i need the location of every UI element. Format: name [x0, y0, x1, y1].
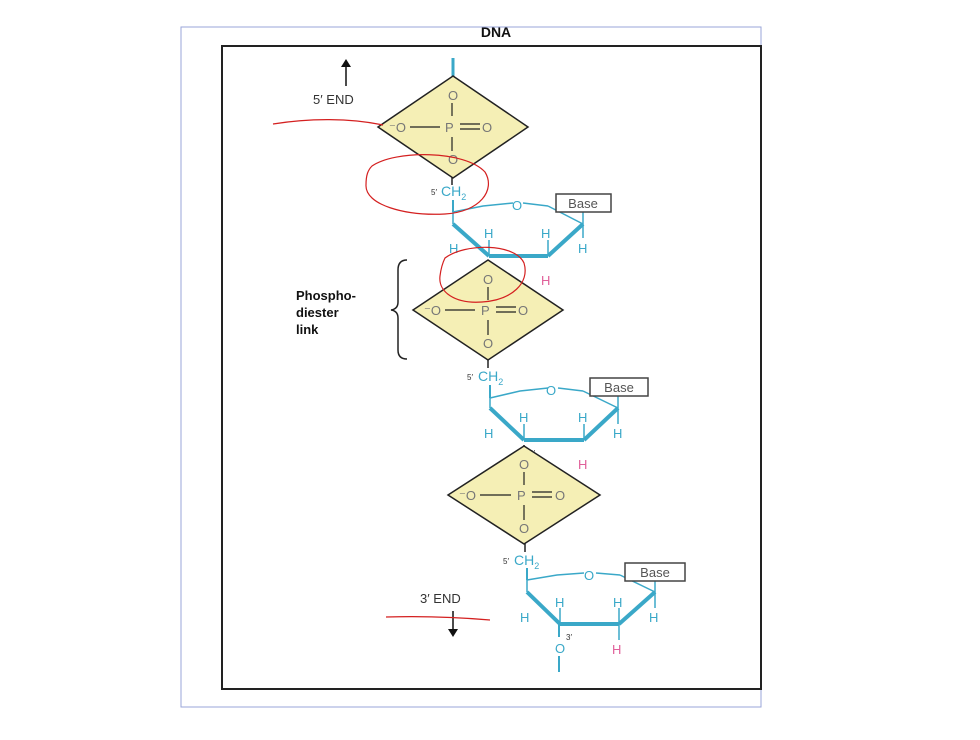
- sugar-1: 5′ CH2 O H H H H 3′ H Base: [431, 183, 612, 288]
- annotation-line-top: [272, 119, 384, 126]
- red-annotations: [272, 119, 526, 621]
- svg-text:P: P: [517, 488, 526, 503]
- base-label: Base: [640, 565, 670, 580]
- svg-text:H: H: [555, 595, 564, 610]
- svg-text:⁻O: ⁻O: [389, 120, 406, 135]
- svg-text:O: O: [483, 272, 493, 287]
- svg-text:5′: 5′: [503, 557, 509, 566]
- svg-text:3′: 3′: [566, 633, 572, 642]
- three-prime-end: 3′ END: [420, 591, 461, 637]
- svg-text:O: O: [518, 303, 528, 318]
- svg-text:O: O: [512, 198, 522, 213]
- five-prime-end: 5′ END: [313, 59, 354, 107]
- base-label: Base: [568, 196, 598, 211]
- linkage-label-line-3: link: [296, 322, 319, 337]
- svg-text:H: H: [541, 273, 550, 288]
- ch2-label: CH2: [478, 368, 503, 387]
- svg-text:O: O: [584, 568, 594, 583]
- svg-text:H: H: [613, 595, 622, 610]
- svg-text:H: H: [520, 610, 529, 625]
- svg-text:H: H: [449, 241, 458, 256]
- svg-text:H: H: [612, 642, 621, 657]
- svg-text:O: O: [519, 457, 529, 472]
- svg-text:H: H: [578, 410, 587, 425]
- annotation-circle-3prime: [439, 246, 526, 303]
- svg-text:H: H: [484, 226, 493, 241]
- svg-text:H: H: [484, 426, 493, 441]
- svg-text:H: H: [613, 426, 622, 441]
- base-label: Base: [604, 380, 634, 395]
- svg-text:H: H: [519, 410, 528, 425]
- svg-text:⁻O: ⁻O: [424, 303, 441, 318]
- linkage-label-line-2: diester: [296, 305, 339, 320]
- svg-text:H: H: [649, 610, 658, 625]
- svg-text:H: H: [578, 457, 587, 472]
- sugar-3: 5′ CH2 O H H H H 3′ O H Base: [503, 552, 686, 657]
- figure-title: DNA: [481, 24, 511, 40]
- annotation-circle-5prime: [365, 154, 490, 215]
- svg-text:O: O: [546, 383, 556, 398]
- svg-text:O: O: [482, 120, 492, 135]
- svg-text:H: H: [578, 241, 587, 256]
- ch2-label: CH2: [441, 183, 466, 202]
- five-prime-label: 5′ END: [313, 92, 354, 107]
- phosphate-group-3: O ⁻O P O O: [446, 445, 602, 545]
- svg-text:5′: 5′: [431, 188, 437, 197]
- svg-text:O: O: [555, 488, 565, 503]
- svg-text:O: O: [483, 336, 493, 351]
- phosphate-group-2: O ⁻O P O O: [411, 259, 565, 361]
- phosphate-group-1: O ⁻O P O O: [376, 75, 530, 179]
- ch2-label: CH2: [514, 552, 539, 571]
- phosphodiester-link-annotation: Phospho- diester link: [296, 259, 408, 360]
- svg-text:⁻O: ⁻O: [459, 488, 476, 503]
- svg-text:5′: 5′: [467, 373, 473, 382]
- svg-text:O: O: [555, 641, 565, 656]
- three-prime-label: 3′ END: [420, 591, 461, 606]
- sugar-2: 5′ CH2 O H H H H 3′ H Base: [467, 368, 649, 472]
- svg-text:O: O: [448, 88, 458, 103]
- linkage-label-line-1: Phospho-: [296, 288, 356, 303]
- diagram-box: [221, 45, 762, 690]
- svg-text:O: O: [519, 521, 529, 536]
- svg-text:P: P: [445, 120, 454, 135]
- svg-text:P: P: [481, 303, 490, 318]
- annotation-line-bottom: [385, 616, 491, 621]
- svg-text:O: O: [448, 152, 458, 167]
- svg-text:H: H: [541, 226, 550, 241]
